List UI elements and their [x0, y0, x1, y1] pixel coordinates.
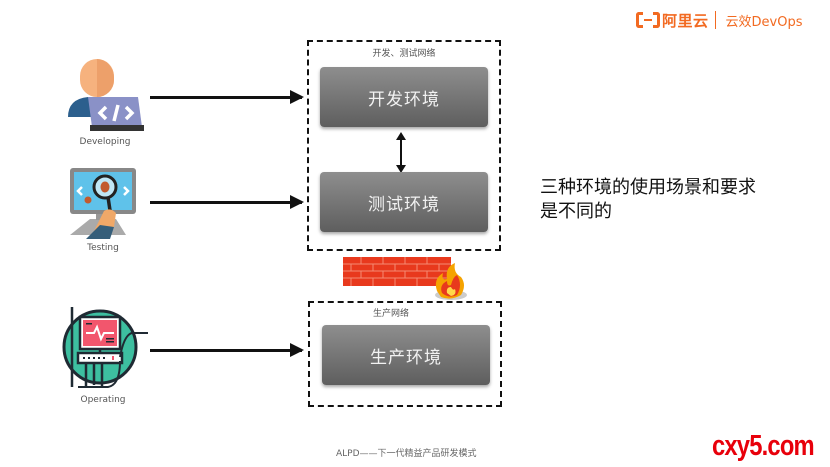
firewall — [343, 257, 469, 301]
firewall-icon — [343, 257, 467, 300]
zone-label: 开发、测试网络 — [372, 49, 436, 59]
dev-test-bidirectional-arrow — [396, 132, 406, 173]
monitor-ops-icon — [62, 307, 148, 388]
logo-divider — [714, 11, 716, 29]
arrow-developing-to-dev-env — [150, 90, 304, 104]
role-operating: Operating — [58, 305, 148, 405]
watermark: cxy5.com — [712, 430, 815, 462]
role-label: Testing — [87, 243, 119, 253]
arrow-testing-to-test-env — [150, 195, 304, 209]
role-developing: Developing — [60, 55, 150, 147]
bug-magnifier-icon — [70, 168, 136, 239]
aliyun-logo-icon — [636, 12, 660, 28]
statement: 三种环境的使用场景和要求 是不同的 — [540, 176, 756, 224]
production-environment-box: 生产环境 — [322, 325, 490, 385]
dev-environment-box: 开发环境 — [320, 67, 488, 127]
role-label: Developing — [79, 137, 131, 147]
dev-test-network-zone: 开发、测试网络 开发环境 测试环境 — [307, 40, 501, 251]
production-network-zone: 生产网络 生产环境 — [308, 301, 502, 407]
aliyun-devops-logo: 阿里云 云效DevOps — [636, 9, 802, 31]
arrow-operating-to-prod-env — [150, 343, 304, 357]
statement-line-2: 是不同的 — [540, 201, 612, 222]
test-environment-box: 测试环境 — [320, 172, 488, 232]
zone-label: 生产网络 — [372, 309, 409, 319]
role-label: Operating — [80, 395, 126, 405]
brand-name: 阿里云 — [662, 11, 709, 30]
statement-line-1: 三种环境的使用场景和要求 — [540, 177, 756, 198]
developer-laptop-icon — [68, 59, 144, 131]
footer-caption: ALPD——下一代精益产品研发模式 — [336, 449, 477, 459]
role-testing: Testing — [58, 167, 148, 253]
product-name: 云效DevOps — [725, 14, 803, 30]
